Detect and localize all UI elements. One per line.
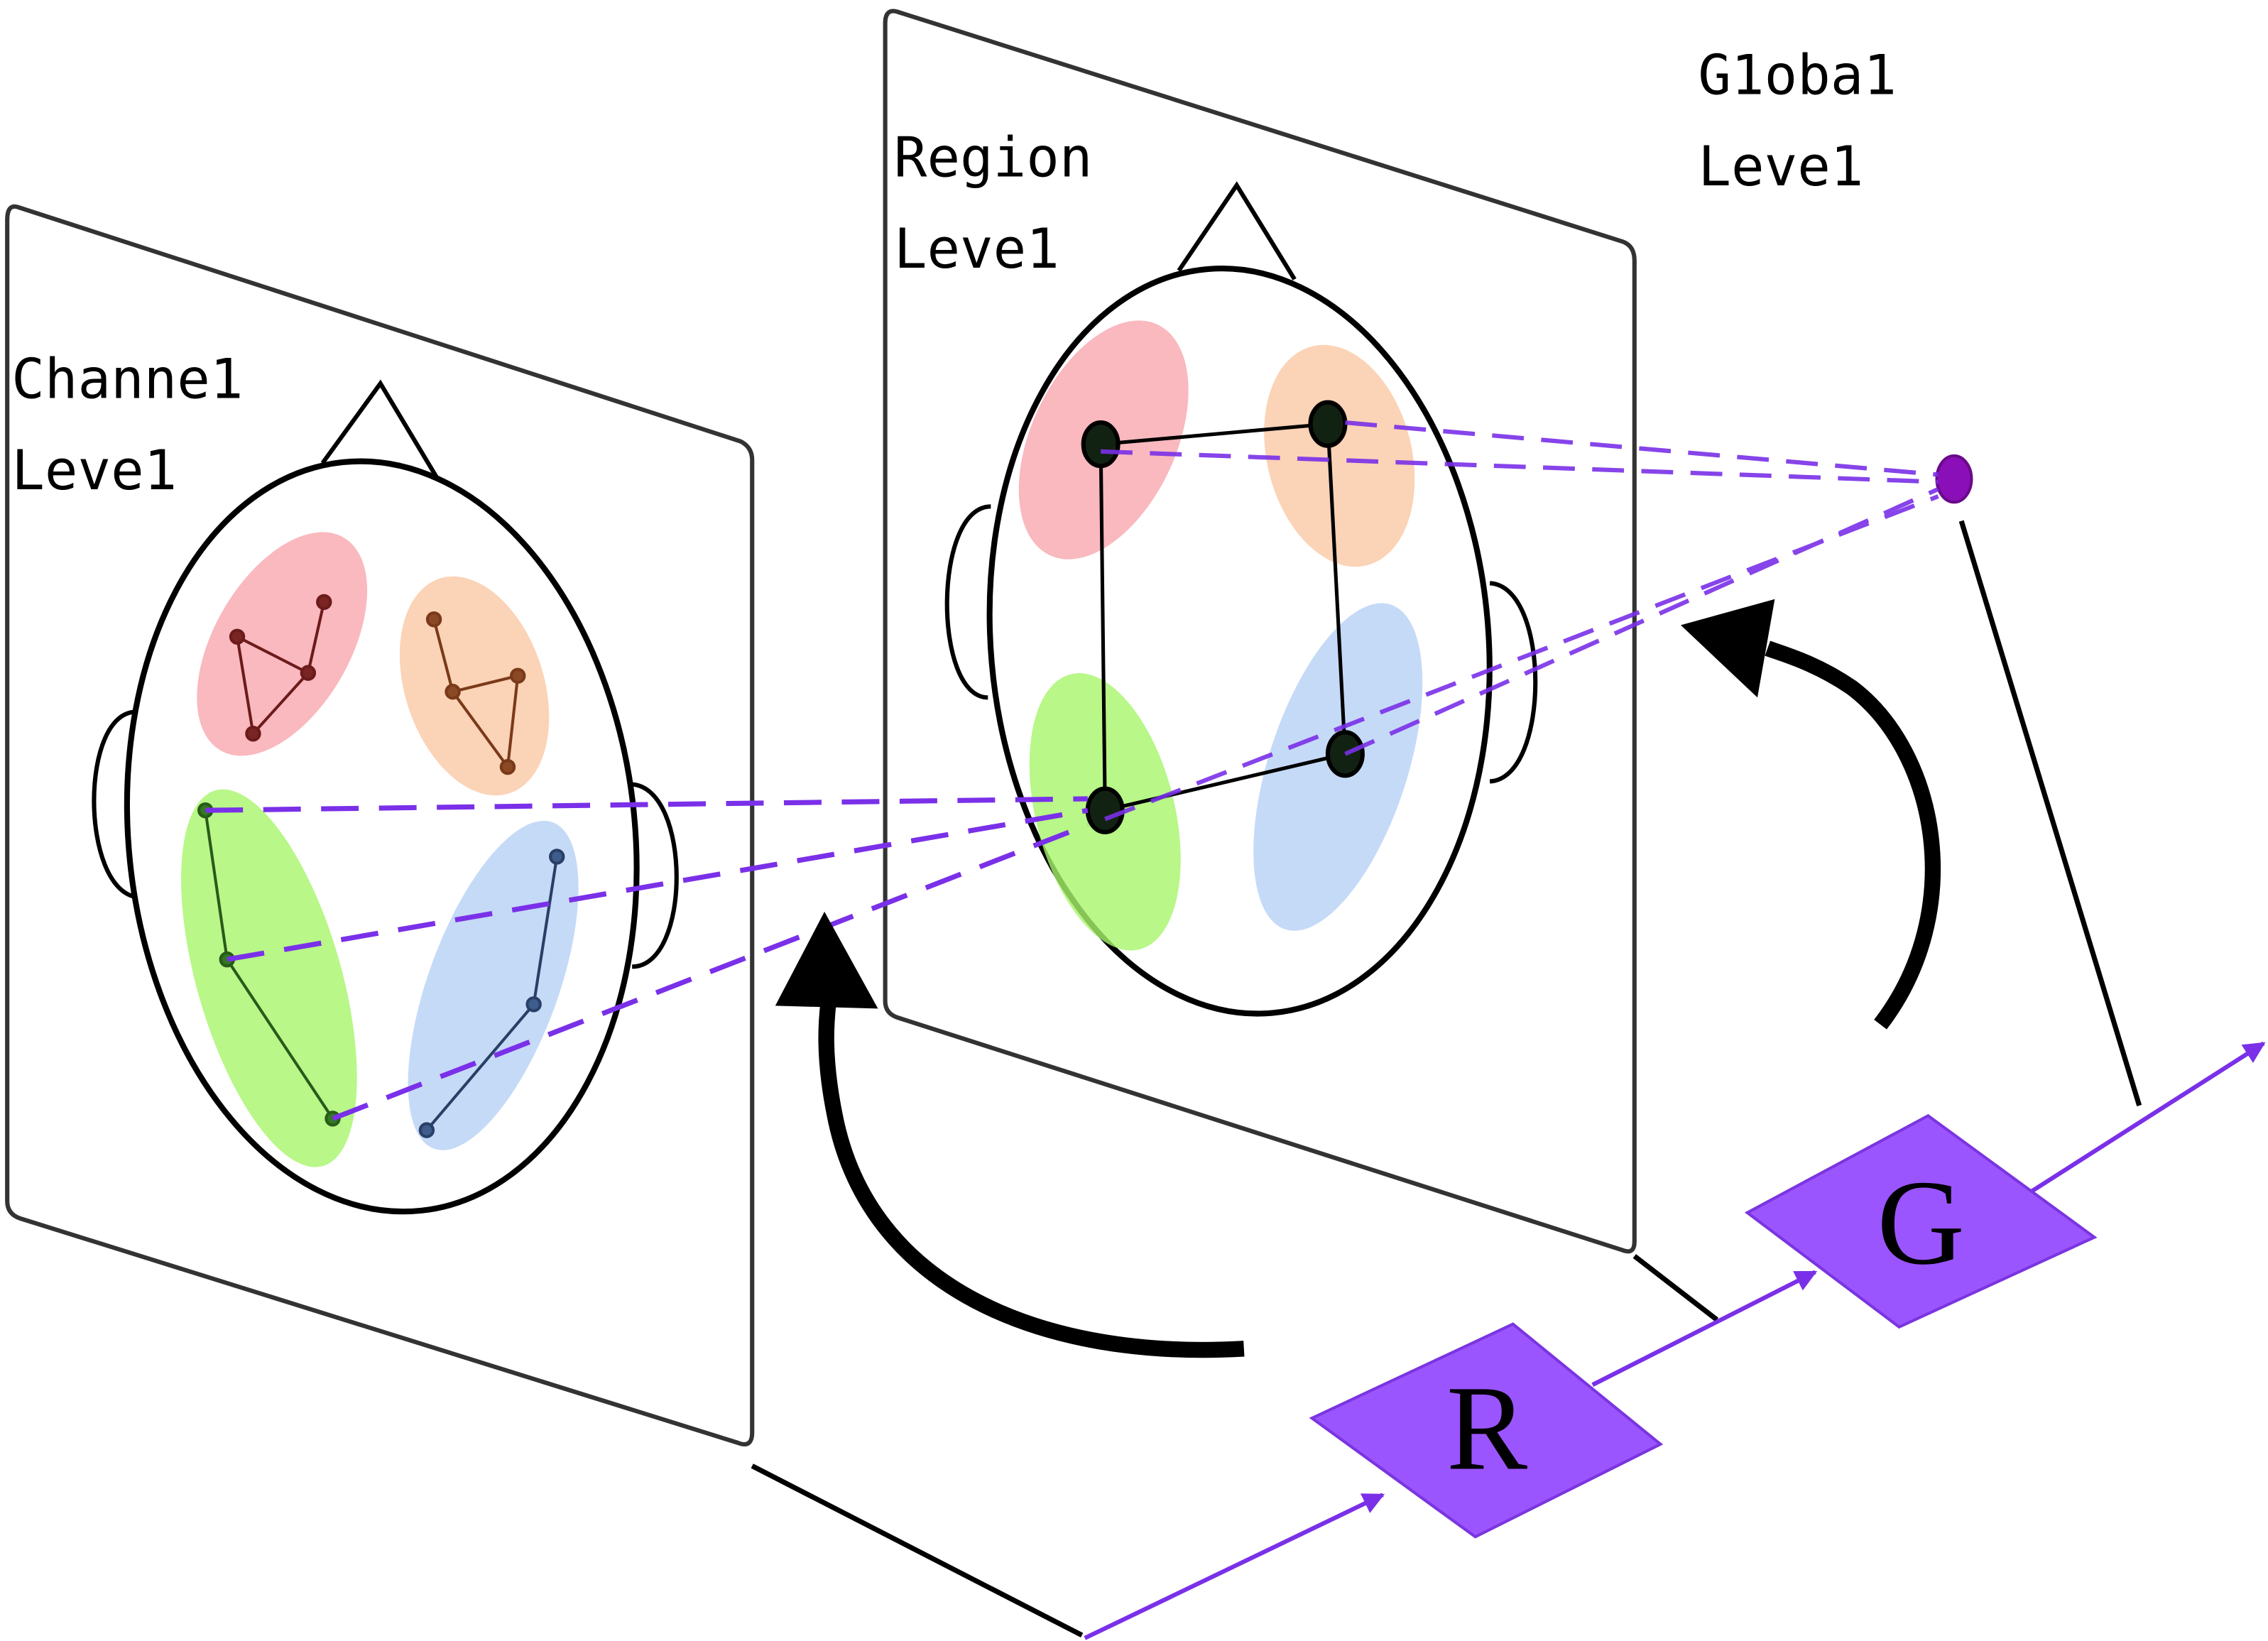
- region-node-temporal-left: [1085, 786, 1125, 834]
- curved-arrow-head-right: [1680, 599, 1775, 698]
- pipeline-arrow-out: [2015, 1041, 2266, 1204]
- pipeline-arrow-to-r: [1084, 1493, 1385, 1640]
- pipeline-arrow-r-to-g: [1591, 1270, 1818, 1388]
- region-region-frontal-right: [1264, 344, 1415, 567]
- curved-arrow-head-left: [775, 911, 878, 1009]
- region-nodes: [1081, 400, 1365, 834]
- region-to-global-mapping-lines: [1101, 420, 1939, 822]
- channel-graph-temporal-left: [197, 802, 341, 1127]
- region-node-frontal-left: [1081, 420, 1121, 469]
- channel-head-nose: [320, 379, 439, 479]
- region-head: [944, 181, 1538, 1017]
- global-box: [1744, 1113, 2098, 1329]
- channel-graph-frontal-right: [425, 611, 526, 775]
- channel-region-frontal-left: [197, 532, 368, 756]
- region-box: [1309, 1322, 1664, 1539]
- channel-region-temporal-left: [181, 789, 357, 1167]
- channel-graph-frontal-left: [229, 594, 332, 742]
- channel-panel-tether: [751, 1463, 1084, 1638]
- region-level-panel: Region Leve1: [883, 9, 1637, 1254]
- global-box-label: G: [1877, 1155, 1965, 1290]
- region-head-left-ear: [944, 504, 991, 700]
- channel-region-temporal-right: [408, 820, 579, 1150]
- global-node: [1935, 454, 1973, 504]
- channel-to-region-mapping-lines: [205, 796, 1089, 1121]
- channel-head: [92, 379, 679, 1215]
- region-aggregation-node: R: [1309, 1322, 1664, 1539]
- global-panel-tether: [1958, 520, 2142, 1107]
- region-graph: [1098, 422, 1347, 812]
- channel-head-right-ear: [631, 782, 679, 969]
- channel-head-outline: [124, 458, 640, 1215]
- channel-level-panel: Channe1 Leve1: [5, 204, 755, 1447]
- region-level-label: Region Leve1: [894, 126, 1125, 281]
- channel-panel-frame: [5, 204, 755, 1447]
- channel-level-label: Channe1 Leve1: [11, 347, 276, 502]
- region-node-frontal-right: [1308, 400, 1348, 448]
- region-head-nose: [1177, 181, 1297, 280]
- global-level-label: G1oba1 Leve1: [1698, 43, 1929, 198]
- region-panel-tether: [1632, 1254, 1719, 1322]
- region-box-label: R: [1446, 1361, 1527, 1495]
- region-head-right-ear: [1489, 581, 1538, 784]
- channel-graph-temporal-right: [418, 849, 565, 1138]
- region-to-global-curved-arrow: [1680, 599, 1941, 1030]
- global-aggregation-node: G: [1744, 1113, 2098, 1329]
- channel-to-region-curved-arrow: [775, 911, 1245, 1358]
